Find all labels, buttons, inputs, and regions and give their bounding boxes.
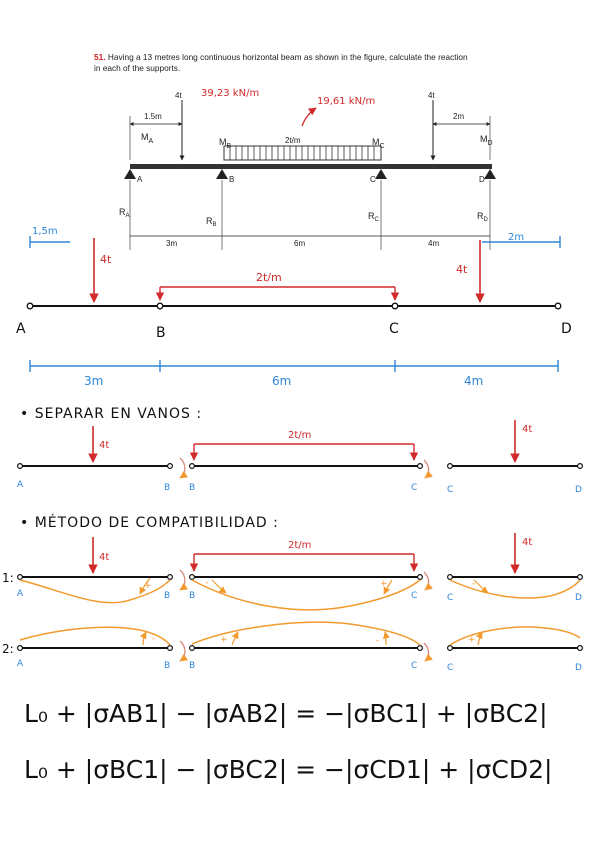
kn-center-label: 19,61 kN/m	[317, 96, 375, 107]
compat-r2-label-a: A	[17, 659, 24, 669]
separate-load-left: 4t	[99, 440, 109, 451]
compat-r2-label-c1: C	[411, 661, 417, 671]
compat-r1-label-b1: B	[164, 591, 170, 601]
problem-line-1: Having a 13 metres long continuous horiz…	[107, 52, 468, 62]
printed-moment-d: MD	[480, 134, 493, 147]
printed-reaction-c: RC	[368, 211, 380, 223]
model-node-a: A	[16, 321, 26, 337]
model-node-c: C	[389, 321, 399, 337]
separate-spans-section: • SEPARAR EN VANOS : 4t 2t/m 4t A B	[17, 406, 583, 495]
separate-load-right: 4t	[522, 424, 532, 435]
model-dim-right: 2m	[508, 232, 524, 243]
compat-r2-sign-3: -	[376, 636, 379, 646]
separate-heading: • SEPARAR EN VANOS :	[20, 406, 202, 422]
printed-span-ab: 3m	[166, 239, 177, 248]
printed-reaction-d: RD	[477, 211, 489, 223]
printed-support-d: D	[479, 175, 485, 184]
compat-row1-label: 1:	[2, 571, 14, 585]
printed-distributed-load	[223, 145, 382, 161]
model-beam-diagram: 1,5m 2m 4t 4t 2t/m A B C D	[16, 226, 572, 388]
compat-r1-sign-2: -	[205, 578, 208, 588]
compat-r1-sign-3: +	[380, 579, 388, 589]
separate-label-a: A	[17, 480, 24, 490]
printed-moment-c: MC	[372, 137, 385, 150]
compat-r2-label-b2: B	[189, 661, 195, 671]
separate-dist-load: 2t/m	[288, 430, 311, 441]
printed-beam-figure: 2t/m 4t 4t 1.5m 2m MA MB MC MD A B	[119, 91, 496, 250]
compat-r1-label-c2: C	[447, 593, 453, 603]
printed-beam	[130, 164, 492, 169]
model-node-b: B	[156, 325, 166, 341]
compat-load-right: 4t	[522, 537, 532, 548]
problem-statement: 51. Having a 13 metres long continuous h…	[94, 52, 554, 73]
printed-span-bc: 6m	[294, 239, 305, 248]
printed-load-right: 4t	[428, 91, 435, 100]
compat-section: • MÉTODO DE COMPATIBILIDAD : 1: 4t + 2t/…	[2, 514, 583, 673]
compat-row2-label: 2:	[2, 642, 14, 656]
printed-moment-b: MB	[219, 137, 232, 150]
compat-load-left: 4t	[99, 552, 109, 563]
separate-label-b2: B	[189, 483, 195, 493]
printed-dim-right: 2m	[453, 112, 464, 121]
model-span-cd: 4m	[464, 374, 483, 388]
model-dist-load: 2t/m	[256, 271, 282, 284]
compat-r2-label-b1: B	[164, 661, 170, 671]
model-span-ab: 3m	[84, 374, 103, 388]
compat-r2-label-c2: C	[447, 663, 453, 673]
compat-r1-label-b2: B	[189, 591, 195, 601]
separate-label-b1: B	[164, 483, 170, 493]
printed-moment-a: MA	[141, 132, 154, 145]
problem-line-2: in each of the supports.	[94, 62, 181, 73]
equations: L₀ + |σAB1| − |σAB2| = −|σBC1| + |σBC2| …	[24, 699, 552, 784]
printed-support-c: C	[370, 175, 376, 184]
model-node-d: D	[561, 321, 572, 337]
printed-support-b: B	[229, 175, 234, 184]
printed-load-left: 4t	[175, 91, 182, 100]
separate-label-d: D	[575, 485, 582, 495]
separate-label-c1: C	[411, 483, 417, 493]
compat-r1-label-a: A	[17, 589, 24, 599]
printed-reaction-b: RB	[206, 216, 217, 228]
printed-span-cd: 4m	[428, 239, 439, 248]
compat-r2-sign-4: +	[468, 635, 476, 645]
kn-annotations: 39,23 kN/m 19,61 kN/m	[201, 88, 375, 127]
compat-r2-sign-1: -	[152, 634, 155, 644]
printed-support-a: A	[137, 175, 143, 184]
printed-dim-left: 1.5m	[144, 112, 162, 121]
printed-dist-load-label: 2t/m	[285, 136, 301, 145]
model-load-right: 4t	[456, 263, 468, 276]
kn-left-label: 39,23 kN/m	[201, 88, 259, 99]
problem-number: 51.	[94, 52, 106, 62]
model-dim-left: 1,5m	[32, 226, 58, 237]
compat-dist-load: 2t/m	[288, 540, 311, 551]
compat-r1-sign-4: -	[472, 579, 475, 589]
printed-reaction-a: RA	[119, 207, 130, 219]
compat-r1-sign-1: +	[144, 581, 152, 591]
model-load-left: 4t	[100, 253, 112, 266]
compat-heading: • MÉTODO DE COMPATIBILIDAD :	[20, 514, 279, 531]
equation-2: L₀ + |σBC1| − |σBC2| = −|σCD1| + |σCD2|	[24, 755, 552, 784]
compat-r1-label-d: D	[575, 593, 582, 603]
equation-1: L₀ + |σAB1| − |σAB2| = −|σBC1| + |σBC2|	[24, 699, 548, 728]
compat-r2-label-d: D	[575, 663, 582, 673]
separate-label-c2: C	[447, 485, 453, 495]
model-span-bc: 6m	[272, 374, 291, 388]
compat-r2-sign-2: +	[220, 635, 228, 645]
compat-r1-label-c1: C	[411, 591, 417, 601]
